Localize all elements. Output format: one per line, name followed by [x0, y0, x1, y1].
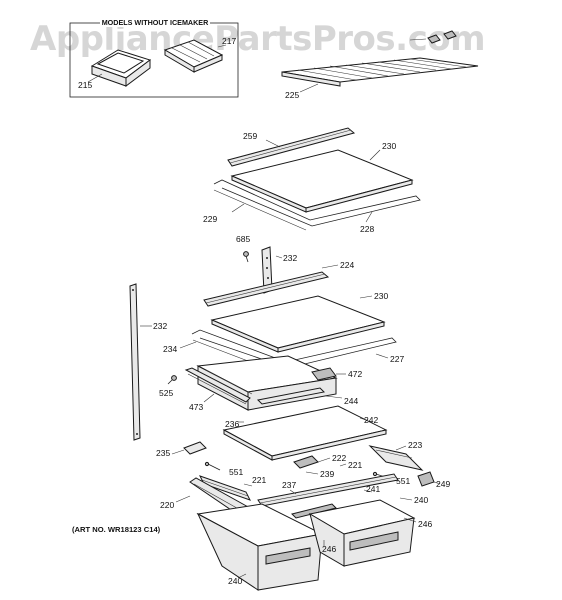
callout-239: 239: [320, 469, 334, 479]
callout-230-upper: 230: [382, 141, 396, 151]
part-232-side-rail: [129, 283, 141, 441]
callout-249: 249: [436, 479, 450, 489]
callout-235: 235: [156, 448, 170, 458]
art-number-note: (ART NO. WR18123 C14): [72, 525, 161, 534]
part-230-glass-upper: [230, 149, 414, 213]
callout-244: 244: [344, 396, 358, 406]
callout-551-left: 551: [229, 467, 243, 477]
part-249-bracket: [417, 471, 435, 487]
part-551-screw-left: [204, 461, 221, 471]
callout-223: 223: [408, 440, 422, 450]
callout-220: 220: [160, 500, 174, 510]
callout-259: 259: [243, 131, 257, 141]
label-217: 217: [222, 36, 236, 46]
part-225-wire-shelf: [281, 57, 479, 87]
part-242-glass-lower: [222, 405, 388, 461]
callout-240-right: 240: [414, 495, 428, 505]
part-244-slide: [256, 387, 326, 405]
callout-685: 685: [236, 234, 250, 244]
callout-236: 236: [225, 419, 239, 429]
part-259-trim: [227, 127, 356, 167]
part-224-trim: [203, 271, 330, 307]
callout-227: 227: [390, 354, 404, 364]
callout-221-right: 221: [348, 460, 362, 470]
part-525-screw: [167, 375, 177, 385]
callout-472: 472: [348, 369, 362, 379]
callout-225: 225: [285, 90, 299, 100]
part-217-ice-tray: [163, 39, 224, 73]
callout-232-center: 232: [283, 253, 297, 263]
callout-222: 222: [332, 453, 346, 463]
callout-246-right: 246: [418, 519, 432, 529]
inset-box: MODELS WITHOUT ICEMAKER 215 217: [69, 18, 239, 98]
part-229-frame: [213, 179, 421, 231]
callout-234: 234: [163, 344, 177, 354]
part-shelf-clips: [409, 30, 457, 44]
part-222-bracket: [293, 455, 319, 469]
part-215-bin: [90, 49, 152, 87]
callout-240-left: 240: [228, 576, 242, 586]
callout-229: 229: [203, 214, 217, 224]
part-473-drawer-rail: [184, 367, 251, 405]
callout-241: 241: [366, 484, 380, 494]
part-230-glass-middle: [210, 295, 386, 353]
part-240-crisper-left: [196, 503, 324, 591]
callout-237: 237: [282, 480, 296, 490]
inset-box-title: MODELS WITHOUT ICEMAKER: [102, 18, 209, 27]
callout-551-right: 551: [396, 476, 410, 486]
callout-224: 224: [340, 260, 354, 270]
part-235-clip: [183, 441, 207, 455]
callout-230-middle: 230: [374, 291, 388, 301]
label-215: 215: [78, 80, 92, 90]
part-241-slide: [291, 503, 337, 519]
watermark: AppliancePartsPros.com: [30, 19, 485, 59]
callout-221-left: 221: [252, 475, 266, 485]
callout-525: 525: [159, 388, 173, 398]
callout-242: 242: [364, 415, 378, 425]
part-240-crisper-right: [308, 499, 416, 567]
callout-473: 473: [189, 402, 203, 412]
part-685-screw: [243, 251, 249, 263]
callout-228: 228: [360, 224, 374, 234]
callout-246-center: 246: [322, 544, 336, 554]
part-223-rail: [368, 445, 424, 471]
callout-232-left: 232: [153, 321, 167, 331]
